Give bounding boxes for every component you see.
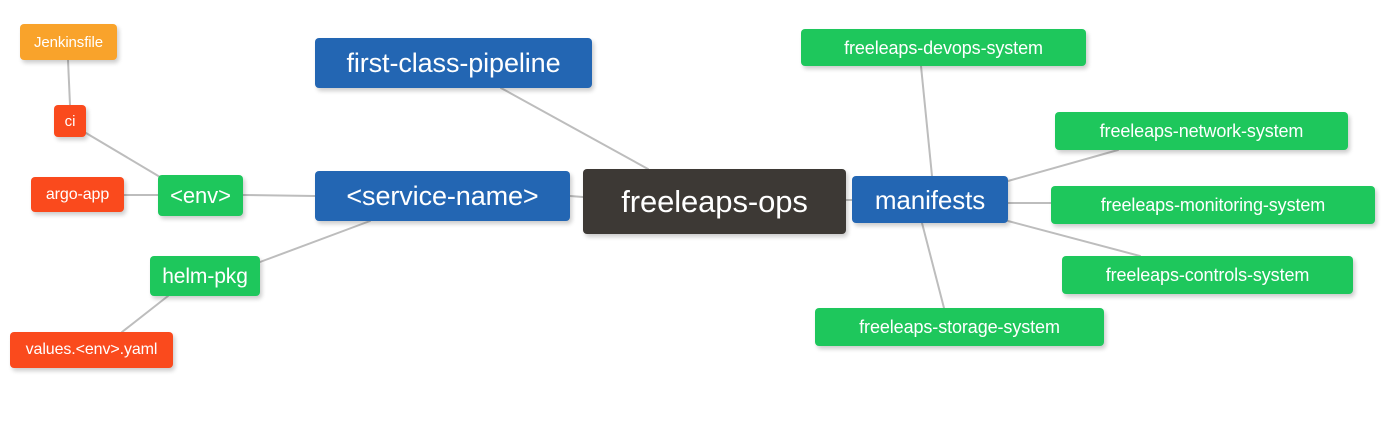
node-label: freeleaps-devops-system [844, 37, 1043, 58]
mindmap-node-ci[interactable]: ci [54, 105, 86, 137]
node-label: helm-pkg [162, 264, 248, 288]
edge-env-to-service-name [242, 194, 316, 197]
mindmap-node-storage[interactable]: freeleaps-storage-system [815, 308, 1104, 346]
node-label: values.<env>.yaml [25, 341, 158, 358]
node-label: Jenkinsfile [34, 33, 103, 51]
mindmap-node-devops[interactable]: freeleaps-devops-system [801, 29, 1086, 66]
edge-manifests-to-storage [921, 222, 945, 309]
edge-manifests-to-devops [920, 65, 933, 177]
mindmap-node-env[interactable]: <env> [158, 175, 243, 216]
node-label: <service-name> [346, 180, 539, 211]
node-label: freeleaps-monitoring-system [1100, 195, 1326, 215]
mindmap-node-helm-pkg[interactable]: helm-pkg [150, 256, 260, 296]
mindmap-node-network[interactable]: freeleaps-network-system [1055, 112, 1348, 150]
mindmap-node-values-yaml[interactable]: values.<env>.yaml [10, 332, 173, 368]
node-label: freeleaps-network-system [1099, 121, 1304, 141]
mindmap-node-argo-app[interactable]: argo-app [31, 177, 124, 212]
node-label: freeleaps-ops [621, 184, 808, 219]
edge-helm-pkg-to-values-yaml [121, 295, 169, 333]
edge-service-name-to-freeleaps-ops [569, 195, 584, 198]
edge-manifests-to-network [1007, 149, 1119, 182]
mindmap-node-service-name[interactable]: <service-name> [315, 171, 570, 221]
mindmap-node-controls[interactable]: freeleaps-controls-system [1062, 256, 1353, 294]
node-label: argo-app [45, 185, 110, 203]
node-label: <env> [170, 182, 231, 208]
edge-jenkinsfile-to-ci [67, 59, 71, 106]
mindmap-node-first-class-pipeline[interactable]: first-class-pipeline [315, 38, 592, 88]
mindmap-node-monitoring[interactable]: freeleaps-monitoring-system [1051, 186, 1375, 224]
node-label: freeleaps-storage-system [859, 317, 1060, 337]
mindmap-node-freeleaps-ops[interactable]: freeleaps-ops [583, 169, 846, 234]
edge-manifests-to-controls [1007, 220, 1141, 257]
edge-service-name-to-helm-pkg [259, 220, 371, 263]
edge-ci-to-env [85, 132, 161, 178]
node-label: ci [64, 112, 76, 130]
edge-first-class-pipeline-to-freeleaps-ops [500, 87, 649, 170]
node-label: first-class-pipeline [346, 47, 561, 78]
node-label: manifests [874, 184, 986, 215]
mindmap-node-jenkinsfile[interactable]: Jenkinsfile [20, 24, 117, 60]
node-label: freeleaps-controls-system [1105, 265, 1310, 285]
mindmap-node-manifests[interactable]: manifests [852, 176, 1008, 223]
